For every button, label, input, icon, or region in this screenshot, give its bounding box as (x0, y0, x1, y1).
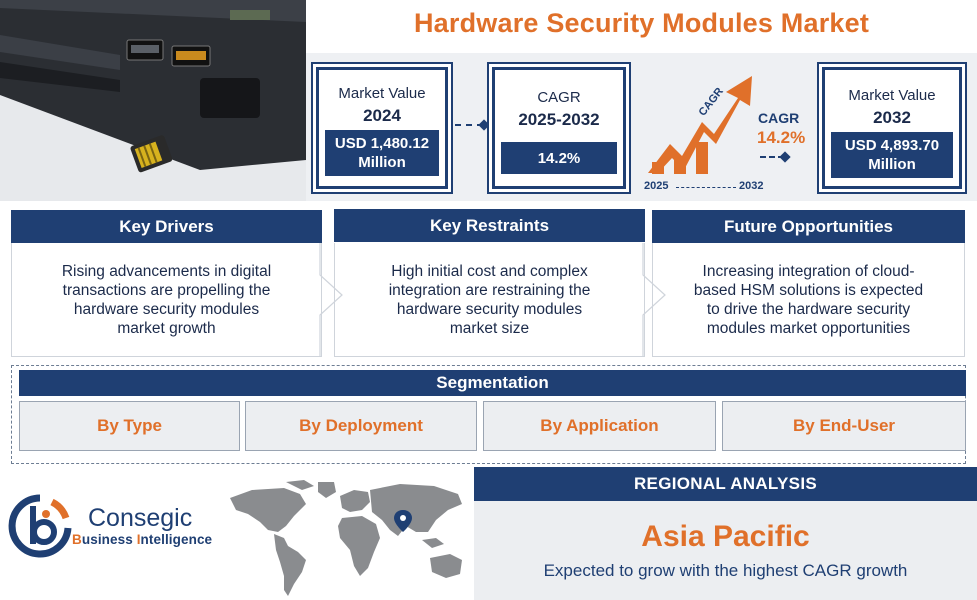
brand-name: Consegic (88, 504, 193, 532)
hero-photo-hsm-device (0, 0, 306, 201)
future-opportunities-text: Increasing integration of cloud-based HS… (693, 263, 924, 337)
market-value-year: 2032 (873, 108, 911, 127)
segmentation-heading: Segmentation (19, 370, 966, 396)
market-value-2024: USD 1,480.12 Million (325, 130, 439, 176)
key-restraints-heading: Key Restraints (334, 209, 645, 242)
future-opportunities-panel (652, 243, 965, 357)
page-title: Hardware Security Modules Market (413, 8, 870, 38)
key-restraints-panel (334, 243, 645, 357)
segment-by-type: By Type (19, 401, 240, 451)
key-drivers-heading: Key Drivers (11, 210, 322, 243)
regional-analysis-panel (474, 501, 977, 600)
map-pin-icon (394, 510, 412, 532)
segment-by-deployment: By Deployment (245, 401, 477, 451)
leading-region: Asia Pacific (641, 520, 810, 553)
cagr-value: 14.2% (501, 142, 617, 174)
cagr-graphic-value: 14.2% (757, 128, 806, 147)
key-restraints-text: High initial cost and complex integratio… (388, 263, 591, 337)
graphic-connector-line (760, 156, 784, 158)
cagr-graphic-label: CAGR (758, 110, 800, 126)
market-value-label: Market Value (338, 85, 426, 102)
market-value-label: Market Value (848, 87, 936, 104)
brand-tagline: Business Intelligence (72, 532, 213, 547)
key-drivers-panel (11, 243, 322, 357)
world-map-icon (230, 480, 462, 596)
segment-by-end-user: By End-User (722, 401, 966, 451)
end-year-label: 2032 (739, 180, 764, 192)
cagr-card: CAGR 2025-2032 14.2% (487, 62, 631, 194)
region-note: Expected to grow with the highest CAGR g… (543, 561, 908, 580)
chevron-right-icon (642, 243, 666, 357)
consegic-logo-icon (8, 494, 72, 558)
cagr-growth-graphic: CAGR CAGR 14.2% 2025 2032 (640, 70, 815, 195)
market-value-2032-card: Market Value 2032 USD 4,893.70 Million (817, 62, 967, 194)
connector-line (455, 124, 483, 126)
key-drivers-text: Rising advancements in digital transacti… (61, 263, 272, 337)
market-value-2032: USD 4,893.70 Million (831, 132, 953, 178)
cagr-period: 2025-2032 (518, 110, 600, 129)
regional-analysis-heading: REGIONAL ANALYSIS (474, 467, 977, 501)
growth-arrow-icon (648, 76, 752, 174)
cagr-label: CAGR (537, 89, 581, 106)
timeline-line (676, 187, 736, 188)
segment-by-application: By Application (483, 401, 716, 451)
chevron-right-icon (319, 243, 343, 357)
future-opportunities-heading: Future Opportunities (652, 210, 965, 243)
start-year-label: 2025 (644, 180, 669, 192)
market-value-year: 2024 (363, 106, 401, 125)
market-value-2024-card: Market Value 2024 USD 1,480.12 Million (311, 62, 453, 194)
